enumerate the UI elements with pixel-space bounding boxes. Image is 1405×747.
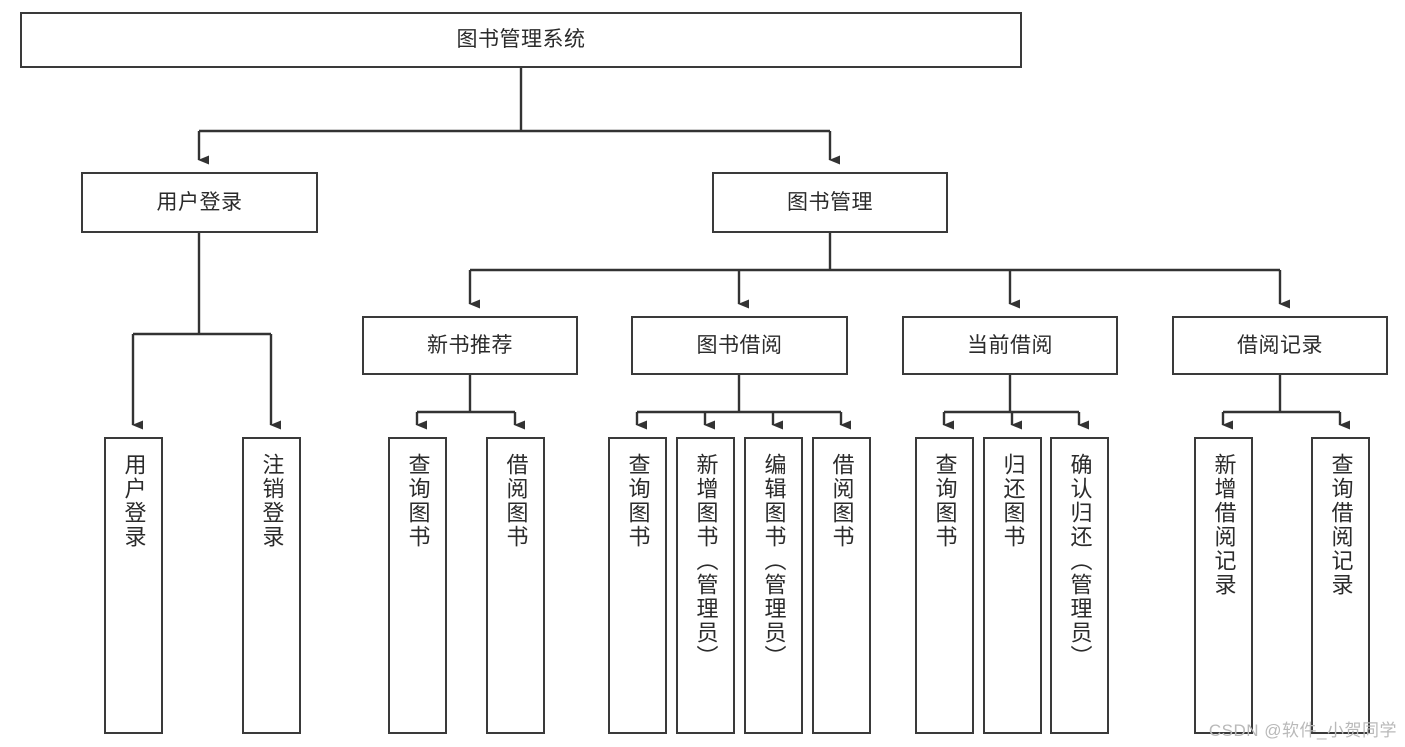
node-leaf-add-record-label: 新增借阅记录 bbox=[1211, 453, 1237, 597]
node-leaf-query-book-3-label: 查询图书 bbox=[932, 453, 958, 549]
node-leaf-add-record[interactable]: 新增借阅记录 bbox=[1194, 437, 1253, 734]
node-book-borrow-label: 图书借阅 bbox=[696, 333, 783, 357]
node-leaf-edit-book-label: 编辑图书（管理员） bbox=[761, 453, 787, 669]
node-root-label: 图书管理系统 bbox=[456, 28, 586, 52]
node-current-borrow-label: 当前借阅 bbox=[967, 333, 1053, 357]
node-borrow-record[interactable]: 借阅记录 bbox=[1172, 316, 1388, 375]
node-book-manage-label: 图书管理 bbox=[787, 190, 873, 214]
node-leaf-edit-book[interactable]: 编辑图书（管理员） bbox=[744, 437, 803, 734]
node-leaf-user-login-label: 用户登录 bbox=[121, 453, 147, 549]
node-new-book-rec[interactable]: 新书推荐 bbox=[362, 316, 578, 375]
node-new-book-rec-label: 新书推荐 bbox=[427, 333, 513, 357]
node-leaf-borrow-book-2[interactable]: 借阅图书 bbox=[812, 437, 871, 734]
node-current-borrow[interactable]: 当前借阅 bbox=[902, 316, 1118, 375]
node-leaf-return-book[interactable]: 归还图书 bbox=[983, 437, 1042, 734]
node-leaf-query-record[interactable]: 查询借阅记录 bbox=[1311, 437, 1370, 734]
node-leaf-query-book-1[interactable]: 查询图书 bbox=[388, 437, 447, 734]
node-leaf-borrow-book-2-label: 借阅图书 bbox=[829, 453, 855, 549]
node-leaf-user-logout-label: 注销登录 bbox=[259, 453, 285, 549]
node-leaf-borrow-book-1-label: 借阅图书 bbox=[503, 453, 529, 549]
node-borrow-record-label: 借阅记录 bbox=[1237, 333, 1323, 357]
node-leaf-query-record-label: 查询借阅记录 bbox=[1328, 453, 1354, 597]
node-user-login-label: 用户登录 bbox=[156, 190, 243, 214]
node-user-login[interactable]: 用户登录 bbox=[81, 172, 318, 233]
node-leaf-query-book-3[interactable]: 查询图书 bbox=[915, 437, 974, 734]
node-leaf-user-login[interactable]: 用户登录 bbox=[104, 437, 163, 734]
node-leaf-query-book-2-label: 查询图书 bbox=[625, 453, 651, 549]
node-leaf-confirm-return[interactable]: 确认归还（管理员） bbox=[1050, 437, 1109, 734]
node-leaf-query-book-2[interactable]: 查询图书 bbox=[608, 437, 667, 734]
node-leaf-return-book-label: 归还图书 bbox=[1000, 453, 1026, 549]
node-leaf-query-book-1-label: 查询图书 bbox=[405, 453, 431, 549]
node-leaf-add-book[interactable]: 新增图书（管理员） bbox=[676, 437, 735, 734]
node-leaf-add-book-label: 新增图书（管理员） bbox=[693, 453, 719, 669]
node-root[interactable]: 图书管理系统 bbox=[20, 12, 1022, 68]
node-book-manage[interactable]: 图书管理 bbox=[712, 172, 948, 233]
node-leaf-user-logout[interactable]: 注销登录 bbox=[242, 437, 301, 734]
node-leaf-confirm-return-label: 确认归还（管理员） bbox=[1067, 453, 1093, 669]
node-leaf-borrow-book-1[interactable]: 借阅图书 bbox=[486, 437, 545, 734]
node-book-borrow[interactable]: 图书借阅 bbox=[631, 316, 848, 375]
